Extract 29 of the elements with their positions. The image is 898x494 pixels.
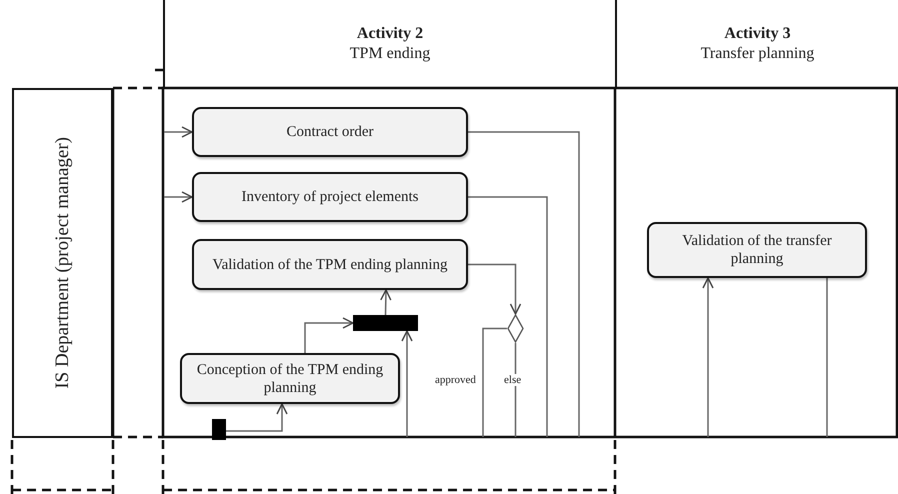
flow-arrow bbox=[164, 191, 193, 203]
activity-title: Activity 3 bbox=[724, 24, 791, 44]
decision-diamond bbox=[507, 314, 524, 343]
flow-arrow bbox=[304, 317, 354, 353]
flow-arrow bbox=[380, 289, 392, 316]
edge-label: approved bbox=[434, 374, 477, 386]
activity-subtitle: TPM ending bbox=[350, 44, 430, 64]
fork-bar bbox=[353, 315, 418, 331]
lane-title: IS Department (project manager) bbox=[52, 137, 74, 389]
flow-line bbox=[468, 131, 580, 437]
flow-line bbox=[826, 278, 828, 437]
action-box: Validation of the transfer planning bbox=[647, 222, 867, 278]
action-box: Validation of the TPM ending planning bbox=[192, 239, 468, 290]
action-box: Inventory of project elements bbox=[192, 172, 468, 222]
flow-arrow bbox=[702, 277, 714, 437]
flow-arrow bbox=[164, 126, 193, 138]
flow-arrow bbox=[401, 330, 413, 437]
action-box: Contract order bbox=[192, 107, 468, 157]
action-box: Conception of the TPM ending planning bbox=[180, 353, 400, 404]
flow-arrow bbox=[226, 403, 288, 432]
flow-arrow bbox=[468, 264, 522, 315]
flow-line bbox=[482, 328, 507, 437]
activity-title: Activity 2 bbox=[356, 24, 424, 44]
edge-label: else bbox=[503, 374, 522, 386]
flow-line bbox=[468, 196, 548, 437]
activity-subtitle: Transfer planning bbox=[700, 44, 814, 64]
fork-bar bbox=[212, 419, 226, 440]
flow-line bbox=[514, 343, 516, 437]
lane-header bbox=[12, 88, 113, 438]
